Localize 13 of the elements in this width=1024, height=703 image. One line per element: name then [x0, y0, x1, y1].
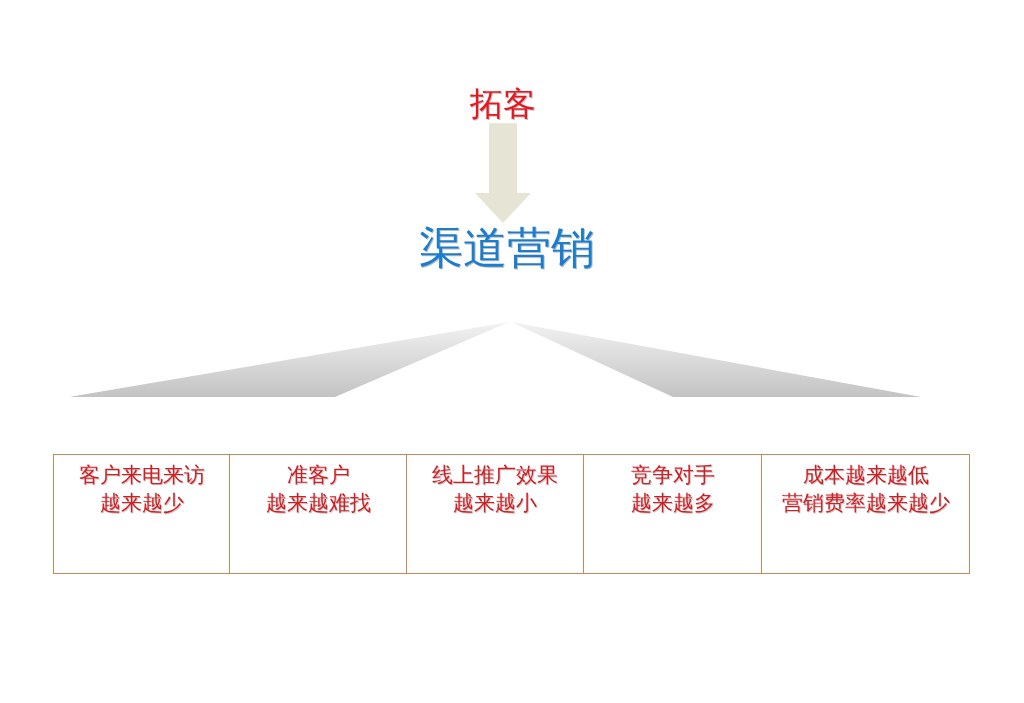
statement-box [229, 454, 407, 574]
statement-box [53, 454, 230, 574]
statement-text: 客户来电来访越来越少 [78, 462, 205, 517]
statement-box [761, 454, 970, 574]
statement-text: 成本越来越低营销费率越来越少 [781, 462, 950, 517]
main-heading: 渠道营销 [419, 224, 595, 273]
statement-text: 线上推广效果越来越小 [432, 462, 558, 517]
statement-text: 准客户越来越难找 [265, 462, 371, 517]
block-arrow [475, 123, 531, 223]
step-label: 拓客 [470, 86, 536, 123]
statement-box [583, 454, 762, 574]
statement-box [406, 454, 584, 574]
statement-text: 竞争对手越来越多 [630, 462, 715, 517]
